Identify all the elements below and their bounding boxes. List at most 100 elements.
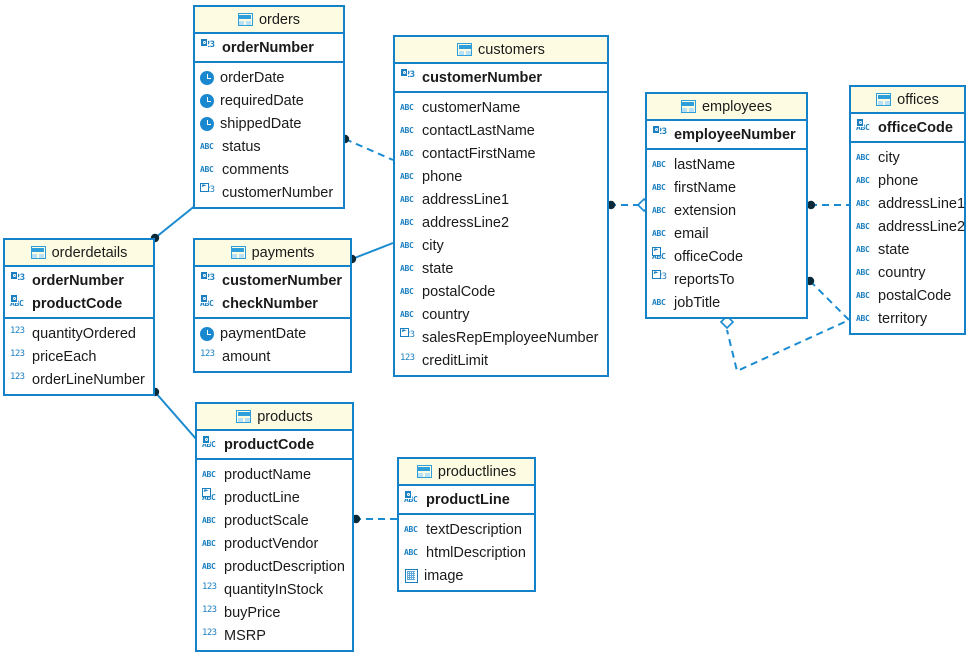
entity-header[interactable]: offices: [851, 87, 964, 114]
text-column-icon: ABC: [202, 562, 216, 571]
text-column-icon: ABC: [200, 165, 214, 174]
entity-header[interactable]: payments: [195, 240, 350, 267]
entity-customers[interactable]: customers123customerNumberABCcustomerNam…: [393, 35, 609, 377]
column-row[interactable]: ABC comments: [195, 158, 343, 181]
entity-header[interactable]: orders: [195, 7, 343, 34]
column-name: quantityOrdered: [32, 325, 136, 342]
relationship-employees-offices[interactable]: [806, 200, 849, 210]
entity-header[interactable]: employees: [647, 94, 806, 121]
relationship-orders-orderdetails[interactable]: [150, 204, 197, 243]
entity-employees[interactable]: employees123employeeNumberABClastNameABC…: [645, 92, 808, 319]
column-row[interactable]: image: [399, 564, 534, 587]
column-row[interactable]: 123customerNumber: [195, 181, 343, 204]
relationship-customers-employees[interactable]: [606, 197, 652, 213]
key-column-row[interactable]: 123customerNumber: [195, 269, 350, 292]
column-name: postalCode: [878, 287, 952, 304]
entity-name: payments: [251, 244, 315, 261]
column-row[interactable]: 123salesRepEmployeeNumber: [395, 326, 607, 349]
column-row[interactable]: ABC productDescription: [197, 555, 352, 578]
entity-header[interactable]: productlines: [399, 459, 534, 486]
relationship-payments-customers[interactable]: [347, 242, 394, 264]
key-column-row[interactable]: 123orderNumber: [195, 36, 343, 59]
column-name: employeeNumber: [674, 126, 796, 143]
entity-payments[interactable]: payments 123customerNumberABCcheckNumber p…: [193, 238, 352, 373]
text-column-icon: ABC: [856, 268, 870, 277]
entity-header[interactable]: orderdetails: [5, 240, 153, 267]
column-name: status: [222, 138, 261, 155]
key-column-row[interactable]: 123customerNumber: [395, 66, 607, 89]
column-row[interactable]: requiredDate: [195, 89, 343, 112]
column-row[interactable]: 123reportsTo: [647, 268, 806, 291]
relationship-products-productlines[interactable]: [351, 514, 397, 524]
entity-header[interactable]: customers: [395, 37, 607, 64]
key-column-row[interactable]: 123orderNumber: [5, 269, 153, 292]
text-column-icon: ABC: [400, 241, 414, 250]
relationship-orderdetails-products[interactable]: [150, 387, 198, 441]
column-name: productDescription: [224, 558, 345, 575]
entity-orderdetails[interactable]: orderdetails123orderNumberABCproductCode…: [3, 238, 155, 396]
column-row[interactable]: shippedDate: [195, 112, 343, 135]
column-name: reportsTo: [674, 271, 735, 288]
key-column-row[interactable]: 123employeeNumber: [647, 123, 806, 146]
primary-key-section: 123employeeNumber: [647, 121, 806, 150]
primary-key-section: 123orderNumber: [195, 34, 343, 63]
entity-header[interactable]: products: [197, 404, 352, 431]
column-name: comments: [222, 161, 289, 178]
table-icon: [876, 93, 892, 106]
relationship-orders-customers[interactable]: [340, 134, 394, 161]
entity-orders[interactable]: orders123orderNumber orderDaterequiredDat…: [193, 5, 345, 209]
column-name: MSRP: [224, 627, 266, 644]
text-column-icon: ABC: [10, 294, 27, 312]
column-row[interactable]: orderDate: [195, 66, 343, 89]
column-row[interactable]: paymentDate: [195, 322, 350, 345]
